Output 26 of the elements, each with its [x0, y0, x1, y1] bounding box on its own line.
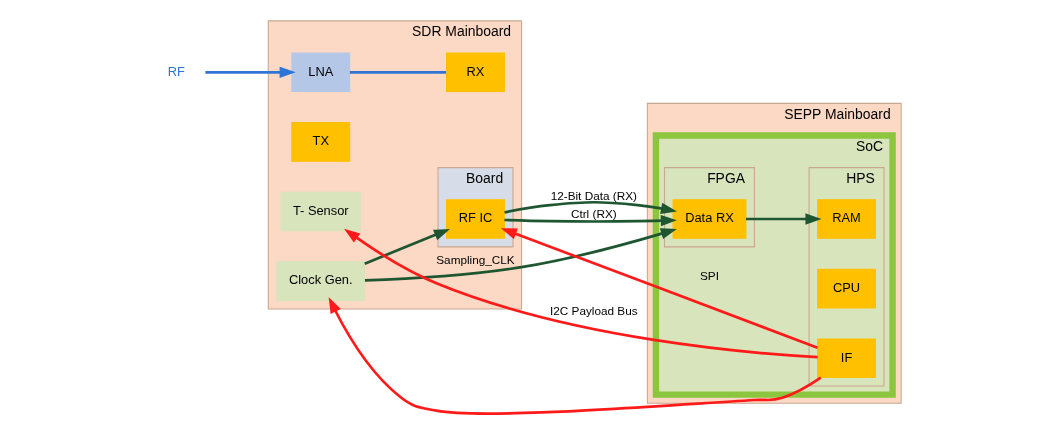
node-box: IF — [817, 338, 876, 379]
node-box: T- Sensor — [280, 191, 361, 232]
arrow — [364, 228, 677, 282]
node-box: Clock Gen. — [276, 261, 366, 301]
arrow — [205, 66, 296, 78]
node-text: RF — [167, 63, 185, 79]
arrow — [364, 228, 450, 265]
arrow — [344, 228, 818, 359]
node-box: LNA — [291, 52, 351, 93]
arrow — [328, 296, 822, 415]
arrow — [746, 213, 822, 225]
edge-label: Ctrl (RX) — [570, 206, 617, 220]
node-box: RX — [446, 52, 505, 93]
node-box: RAM — [817, 199, 876, 239]
edge-label: 12-Bit Data (RX) — [550, 188, 637, 202]
edge-label: Sampling_CLK — [436, 252, 515, 266]
node-box: TX — [291, 122, 351, 162]
node-box: RF IC — [446, 199, 505, 239]
edge-label: I2C Payload Bus — [550, 304, 638, 318]
arrow — [500, 228, 818, 349]
connector — [349, 70, 447, 74]
node-box: Data RX — [672, 199, 747, 239]
arrow — [504, 200, 677, 214]
arrow — [504, 215, 677, 227]
edge-label: SPI — [699, 268, 719, 282]
node-box: CPU — [817, 268, 876, 309]
